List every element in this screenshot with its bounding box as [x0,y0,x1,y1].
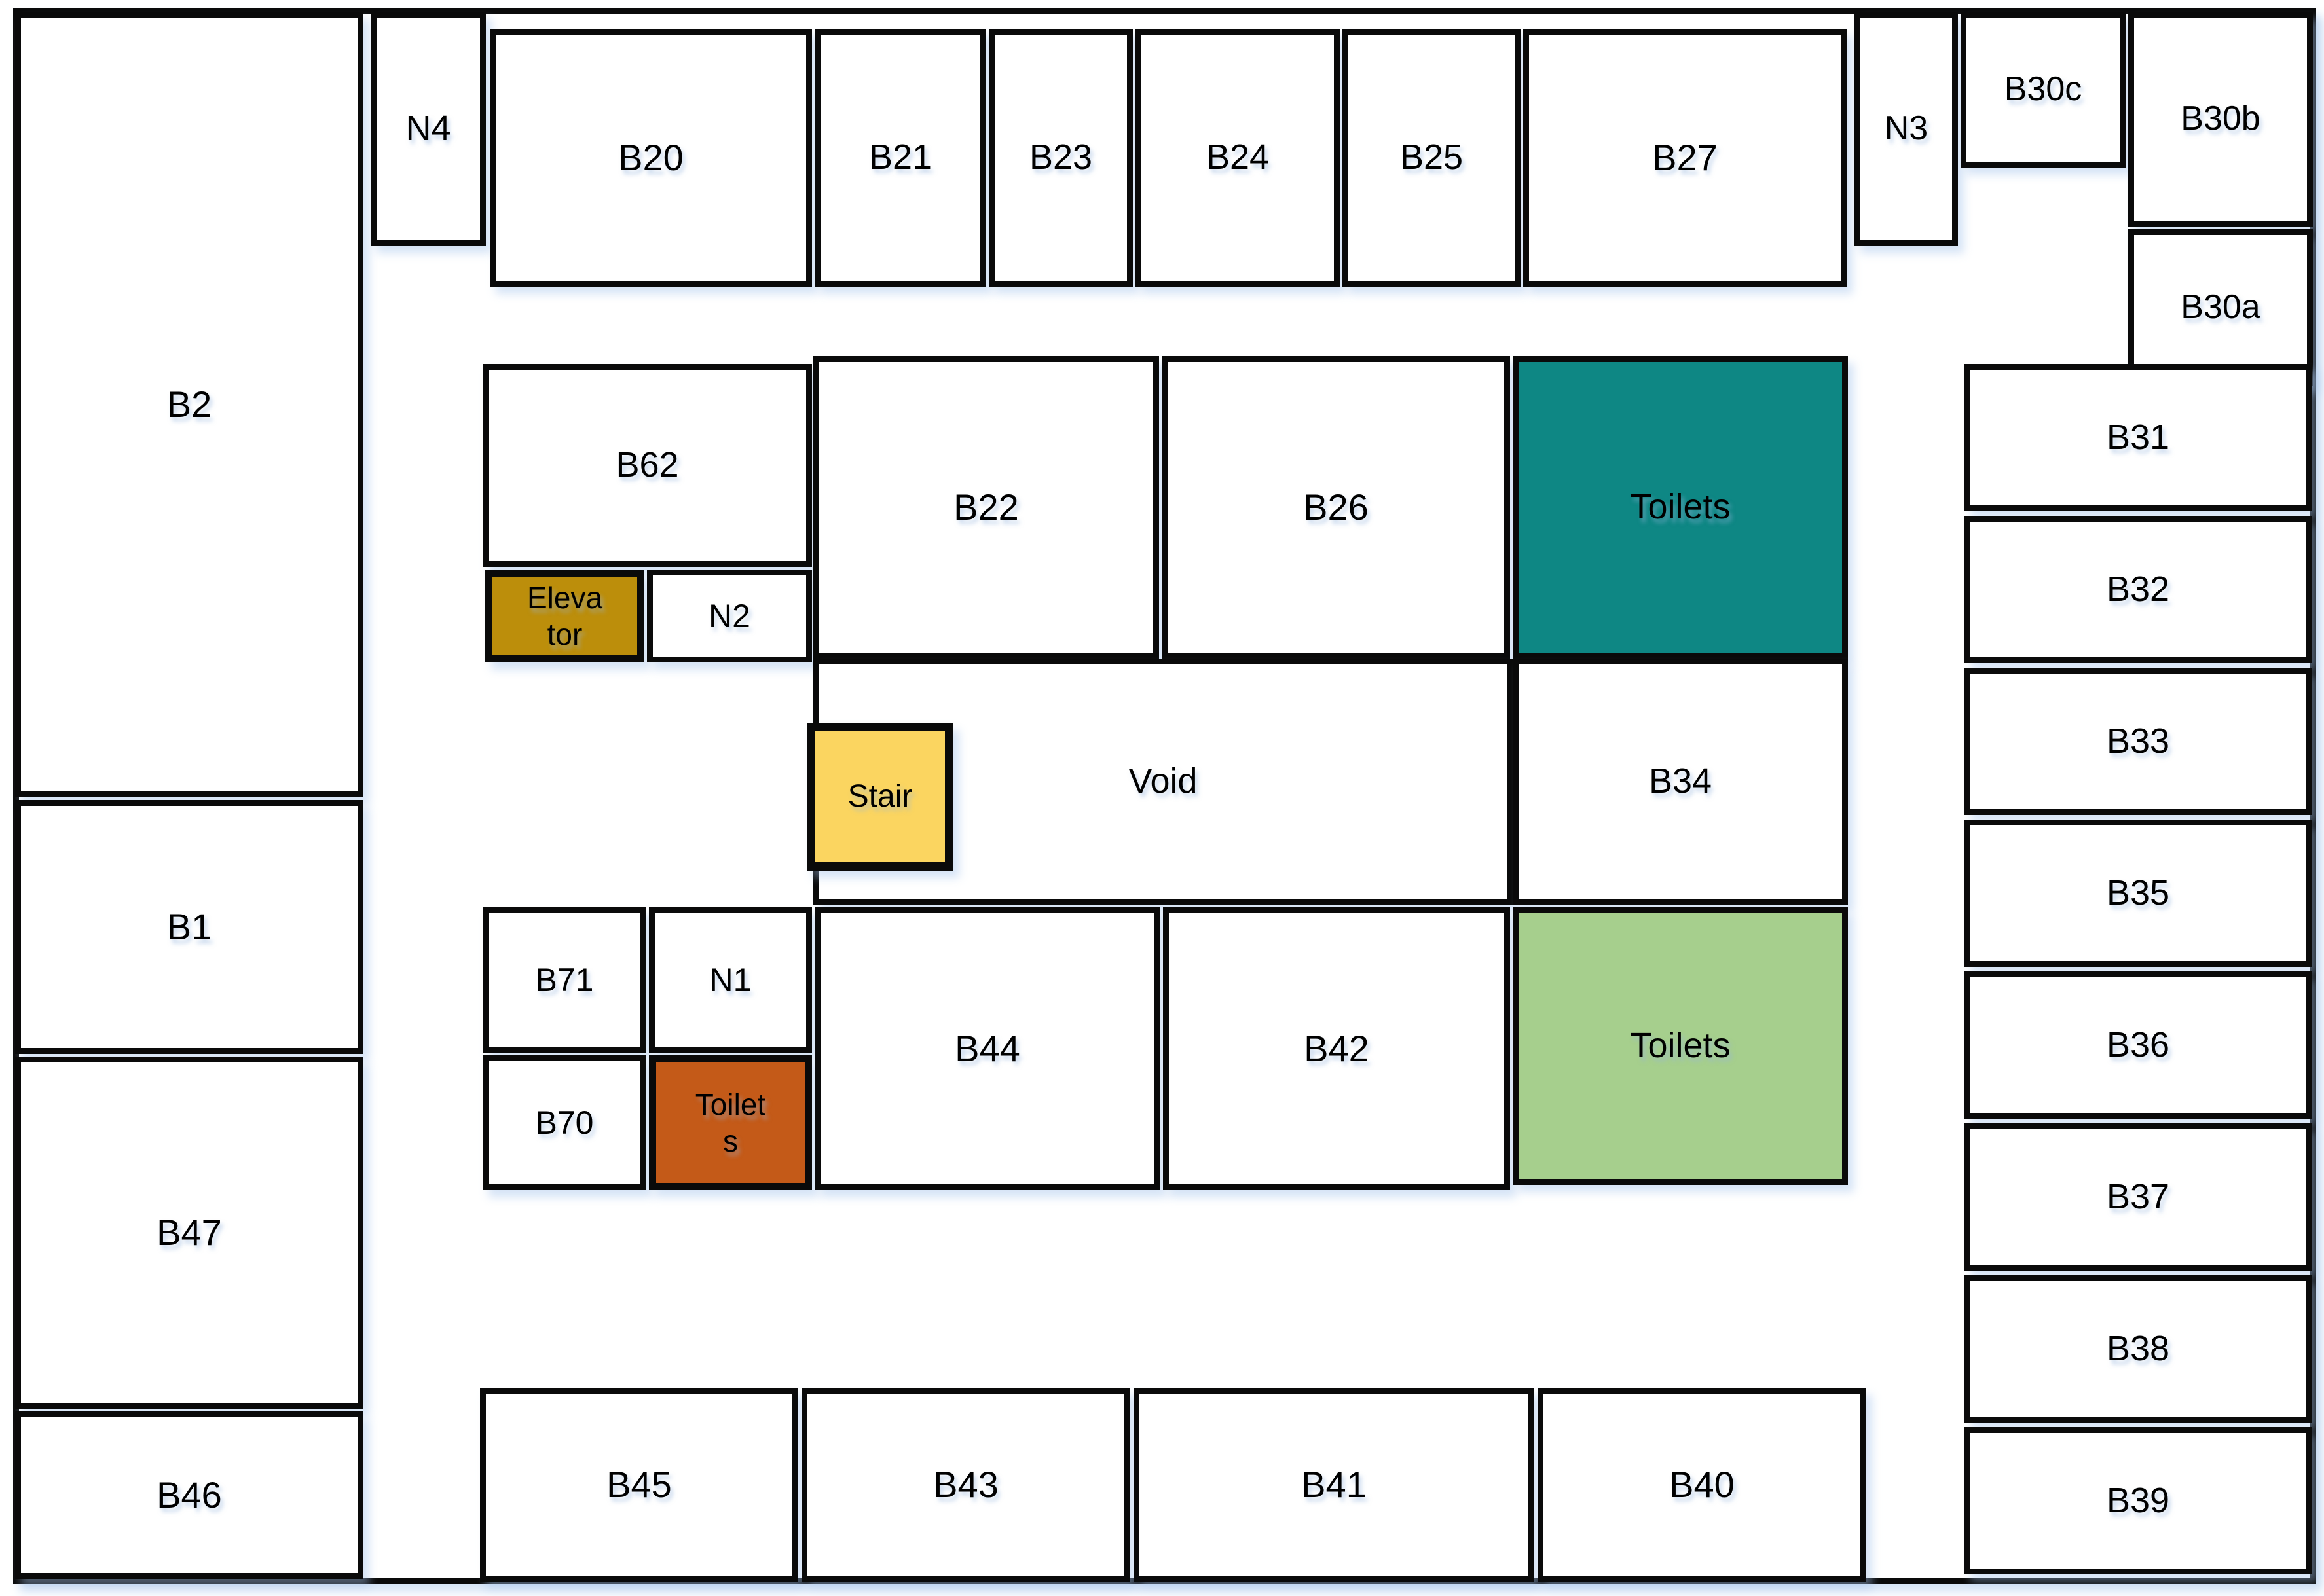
room-label: N4 [405,109,451,149]
room-label: B42 [1304,1027,1369,1069]
room-label: Toilets [1630,487,1731,527]
room-label: B41 [1301,1463,1367,1505]
room-label: Toilet [695,1087,766,1121]
room-label: B45 [606,1463,672,1505]
room-b35: B35 [1964,820,2312,967]
room-b24: B24 [1135,29,1340,287]
room-b32: B32 [1964,516,2312,663]
room-label: B71 [535,961,594,998]
room-label: B27 [1652,136,1718,178]
room-label: B2 [166,383,212,425]
room-label: B38 [2106,1328,2170,1368]
room-stair: Stair [807,723,953,871]
room-b43: B43 [802,1388,1130,1582]
room-label: B33 [2106,721,2170,761]
room-label: s [723,1124,738,1158]
room-label: B39 [2106,1480,2170,1520]
room-label: B46 [157,1474,222,1515]
room-b30b: B30b [2128,12,2313,227]
room-b47: B47 [15,1057,363,1409]
room-label: B30c [2004,70,2082,109]
room-b20: B20 [490,29,812,287]
room-b36: B36 [1964,971,2312,1119]
room-b31: B31 [1964,364,2312,511]
room-label: B32 [2106,569,2170,609]
room-b62: B62 [483,364,812,567]
room-label: B30b [2181,100,2260,138]
room-n1: N1 [649,907,812,1053]
room-b26: B26 [1162,356,1510,659]
room-label: Toilets [1630,1026,1731,1066]
room-label: B25 [1399,137,1464,177]
room-label: B21 [868,137,932,177]
room-b34: B34 [1513,659,1848,905]
room-label: N3 [1884,109,1928,148]
room-b25: B25 [1342,29,1521,287]
room-label: B22 [953,486,1019,528]
room-label: B34 [1648,761,1712,801]
room-b37: B37 [1964,1123,2312,1271]
room-b44: B44 [815,907,1160,1190]
room-label: tor [547,617,583,651]
room-b30c: B30c [1961,12,2126,168]
room-b21: B21 [815,29,986,287]
room-label: B36 [2106,1025,2170,1064]
room-label: B20 [618,136,684,178]
room-b71: B71 [483,907,646,1053]
room-n3: N3 [1854,12,1958,246]
room-b27: B27 [1523,29,1847,287]
room-label: B70 [535,1104,594,1141]
room-label: B44 [955,1027,1020,1069]
room-label: B23 [1029,137,1093,177]
room-b70: B70 [483,1055,646,1190]
room-label: Void [1128,761,1198,801]
room-toilets-green: Toilets [1513,907,1848,1185]
room-label: N2 [709,597,750,634]
room-label: B30a [2181,288,2260,327]
room-b38: B38 [1964,1275,2312,1423]
room-b42: B42 [1163,907,1510,1190]
room-b33: B33 [1964,668,2312,815]
room-label: B47 [157,1211,222,1253]
room-label: B31 [2106,417,2170,457]
room-label: B1 [166,905,212,947]
room-b1: B1 [15,800,363,1054]
room-b30a: B30a [2128,229,2313,386]
room-label: B37 [2106,1176,2170,1216]
room-label: B35 [2106,873,2170,913]
room-label: Stair [847,778,913,814]
room-label: B62 [616,445,679,485]
room-label: B26 [1303,486,1369,528]
room-b2: B2 [15,12,363,797]
room-label: B40 [1669,1463,1735,1505]
room-b23: B23 [989,29,1133,287]
room-b22: B22 [813,356,1159,659]
room-label: N1 [709,961,752,998]
room-n2: N2 [647,570,812,662]
room-b41: B41 [1134,1388,1534,1582]
room-b45: B45 [480,1388,798,1582]
room-n4: N4 [371,12,486,246]
room-label: B43 [933,1463,999,1505]
room-b39: B39 [1964,1427,2312,1574]
room-label: B24 [1206,137,1270,177]
room-b40: B40 [1538,1388,1866,1582]
room-label: Eleva [526,580,603,615]
room-b46: B46 [15,1411,363,1579]
room-toilets-teal: Toilets [1513,356,1848,659]
